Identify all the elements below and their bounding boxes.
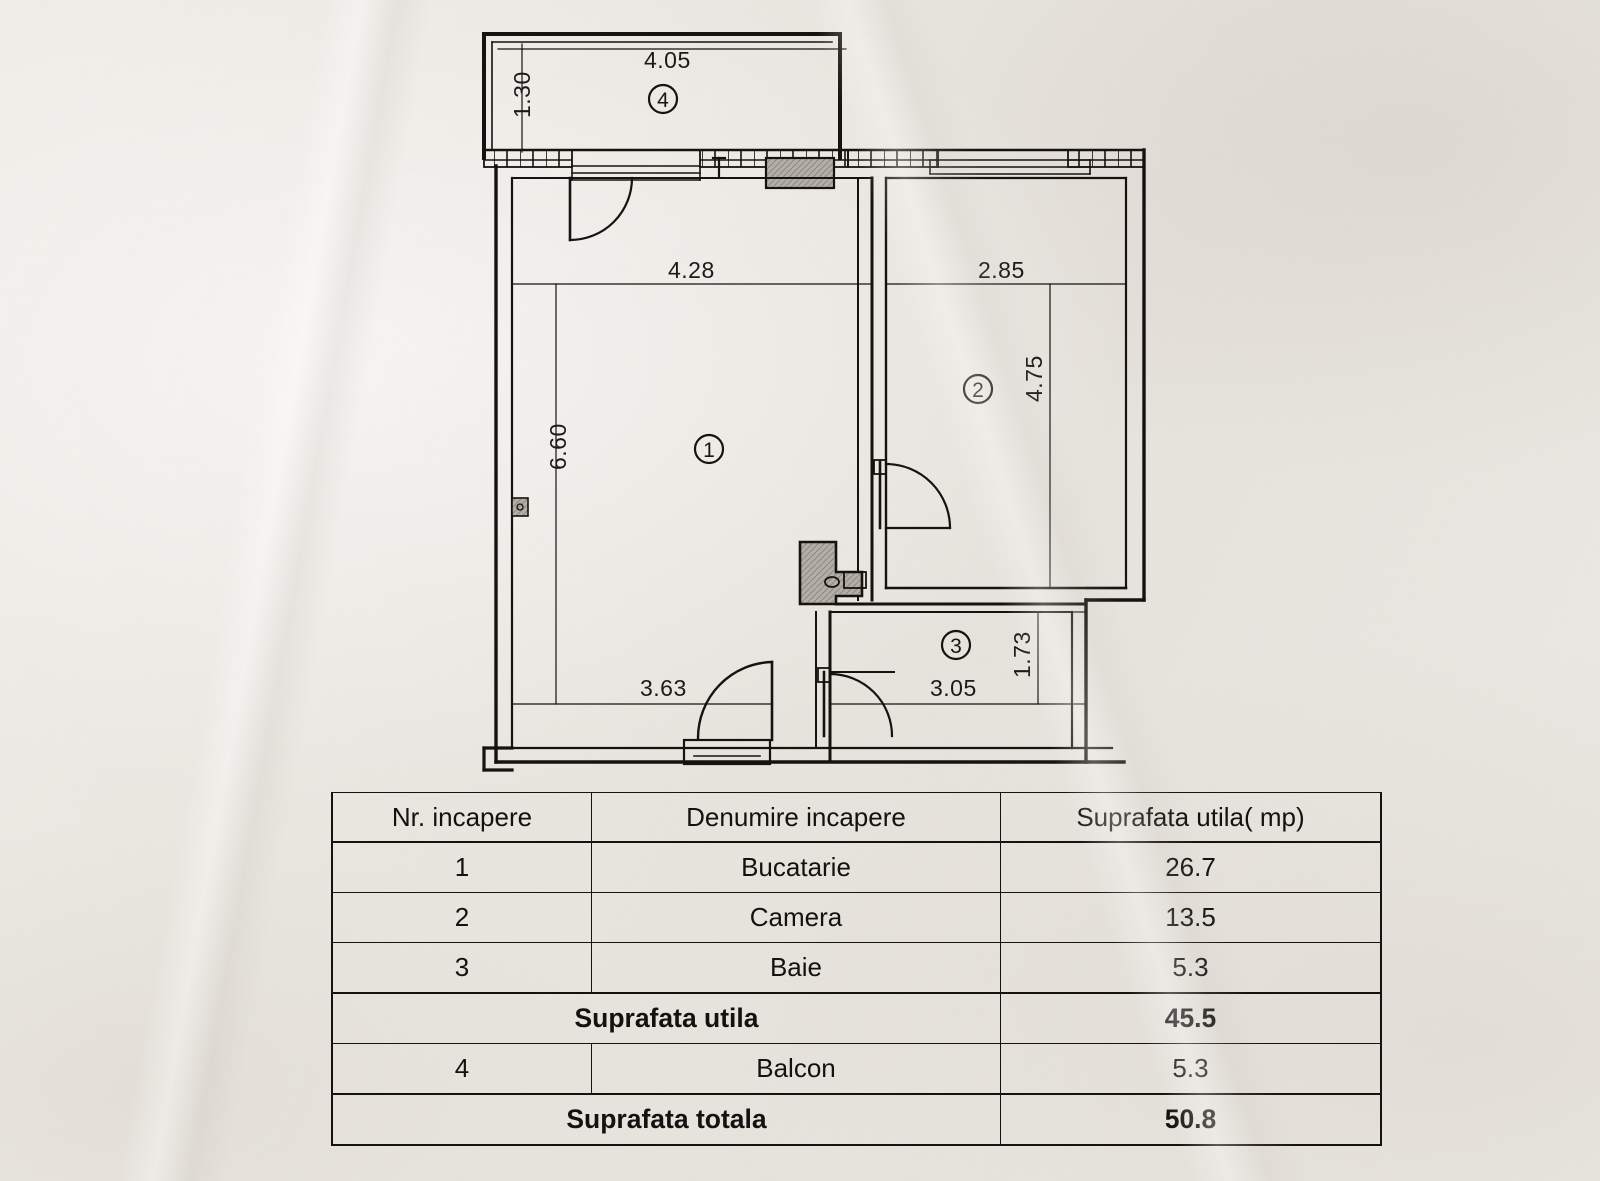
total-area: 50.8 [1000,1093,1382,1146]
table-row: 1 Bucatarie 26.7 [331,841,1382,893]
balcony-dimension-lines [497,43,847,153]
dim-room3-width: 3.05 [930,675,977,701]
table-total-row: Suprafata totala 50.8 [331,1093,1382,1146]
dim-room1-width: 4.28 [668,257,715,283]
table-row: 4 Balcon 5.3 [331,1043,1382,1095]
balcony-outline [482,32,842,160]
bottom-window [682,738,772,766]
dim-room2-height: 4.75 [1021,355,1047,402]
room-marker-1: 1 [693,433,725,465]
area-schedule-table: Nr. incapere Denumire incapere Suprafata… [331,792,1382,1146]
dim-room1-height: 6.60 [545,423,571,470]
row-1-area: 26.7 [1000,841,1382,893]
dim-room1-bottom-width: 3.63 [640,675,687,701]
dim-balcony-depth: 1.30 [509,71,535,118]
subtotal-label: Suprafata utila [331,992,1001,1044]
header-nr: Nr. incapere [331,792,592,843]
header-name: Denumire incapere [591,792,1001,843]
header-area: Suprafata utila( mp) [1000,792,1382,843]
bathroom-wall-block [798,540,867,606]
room-marker-3: 3 [940,629,972,661]
dim-room3-height: 1.73 [1009,631,1035,678]
room-3-walls [829,602,1088,613]
room-2-door [873,459,952,530]
outer-walls [482,148,1146,772]
wall-pillar [764,156,836,190]
row-4-area: 5.3 [1000,1043,1382,1095]
top-right-glazing [929,159,1091,175]
dim-room2-width: 2.85 [978,257,1025,283]
table-row: 2 Camera 13.5 [331,892,1382,943]
row-3-name: Baie [591,942,1001,994]
dim-balcony-width: 4.05 [644,47,691,73]
room-1-bottom-door [695,660,774,742]
table-subtotal-row: Suprafata utila 45.5 [331,992,1382,1044]
room-marker-2: 2 [962,373,994,405]
row-2-area: 13.5 [1000,892,1382,943]
row-3-area: 5.3 [1000,942,1382,994]
row-3-nr: 3 [331,942,592,994]
room-marker-4: 4 [647,83,679,115]
room-marker-3-label: 3 [950,635,962,658]
room-1-walls [511,176,874,764]
room-marker-4-label: 4 [657,89,669,112]
room-marker-1-label: 1 [703,439,715,462]
room-3-door [817,667,895,738]
room-2-walls [884,176,1128,590]
table-header-row: Nr. incapere Denumire incapere Suprafata… [331,792,1382,843]
row-2-name: Camera [591,892,1001,943]
row-2-nr: 2 [331,892,592,943]
row-4-name: Balcon [591,1043,1001,1095]
row-4-nr: 4 [331,1043,592,1095]
row-1-name: Bucatarie [591,841,1001,893]
dimension-lines [511,283,1127,705]
left-wall-fixture [511,497,529,517]
subtotal-area: 45.5 [1000,992,1382,1044]
total-label: Suprafata totala [331,1093,1001,1146]
entry-door [568,176,634,242]
room-marker-2-label: 2 [972,379,984,402]
row-1-nr: 1 [331,841,592,893]
table-row: 3 Baie 5.3 [331,942,1382,994]
